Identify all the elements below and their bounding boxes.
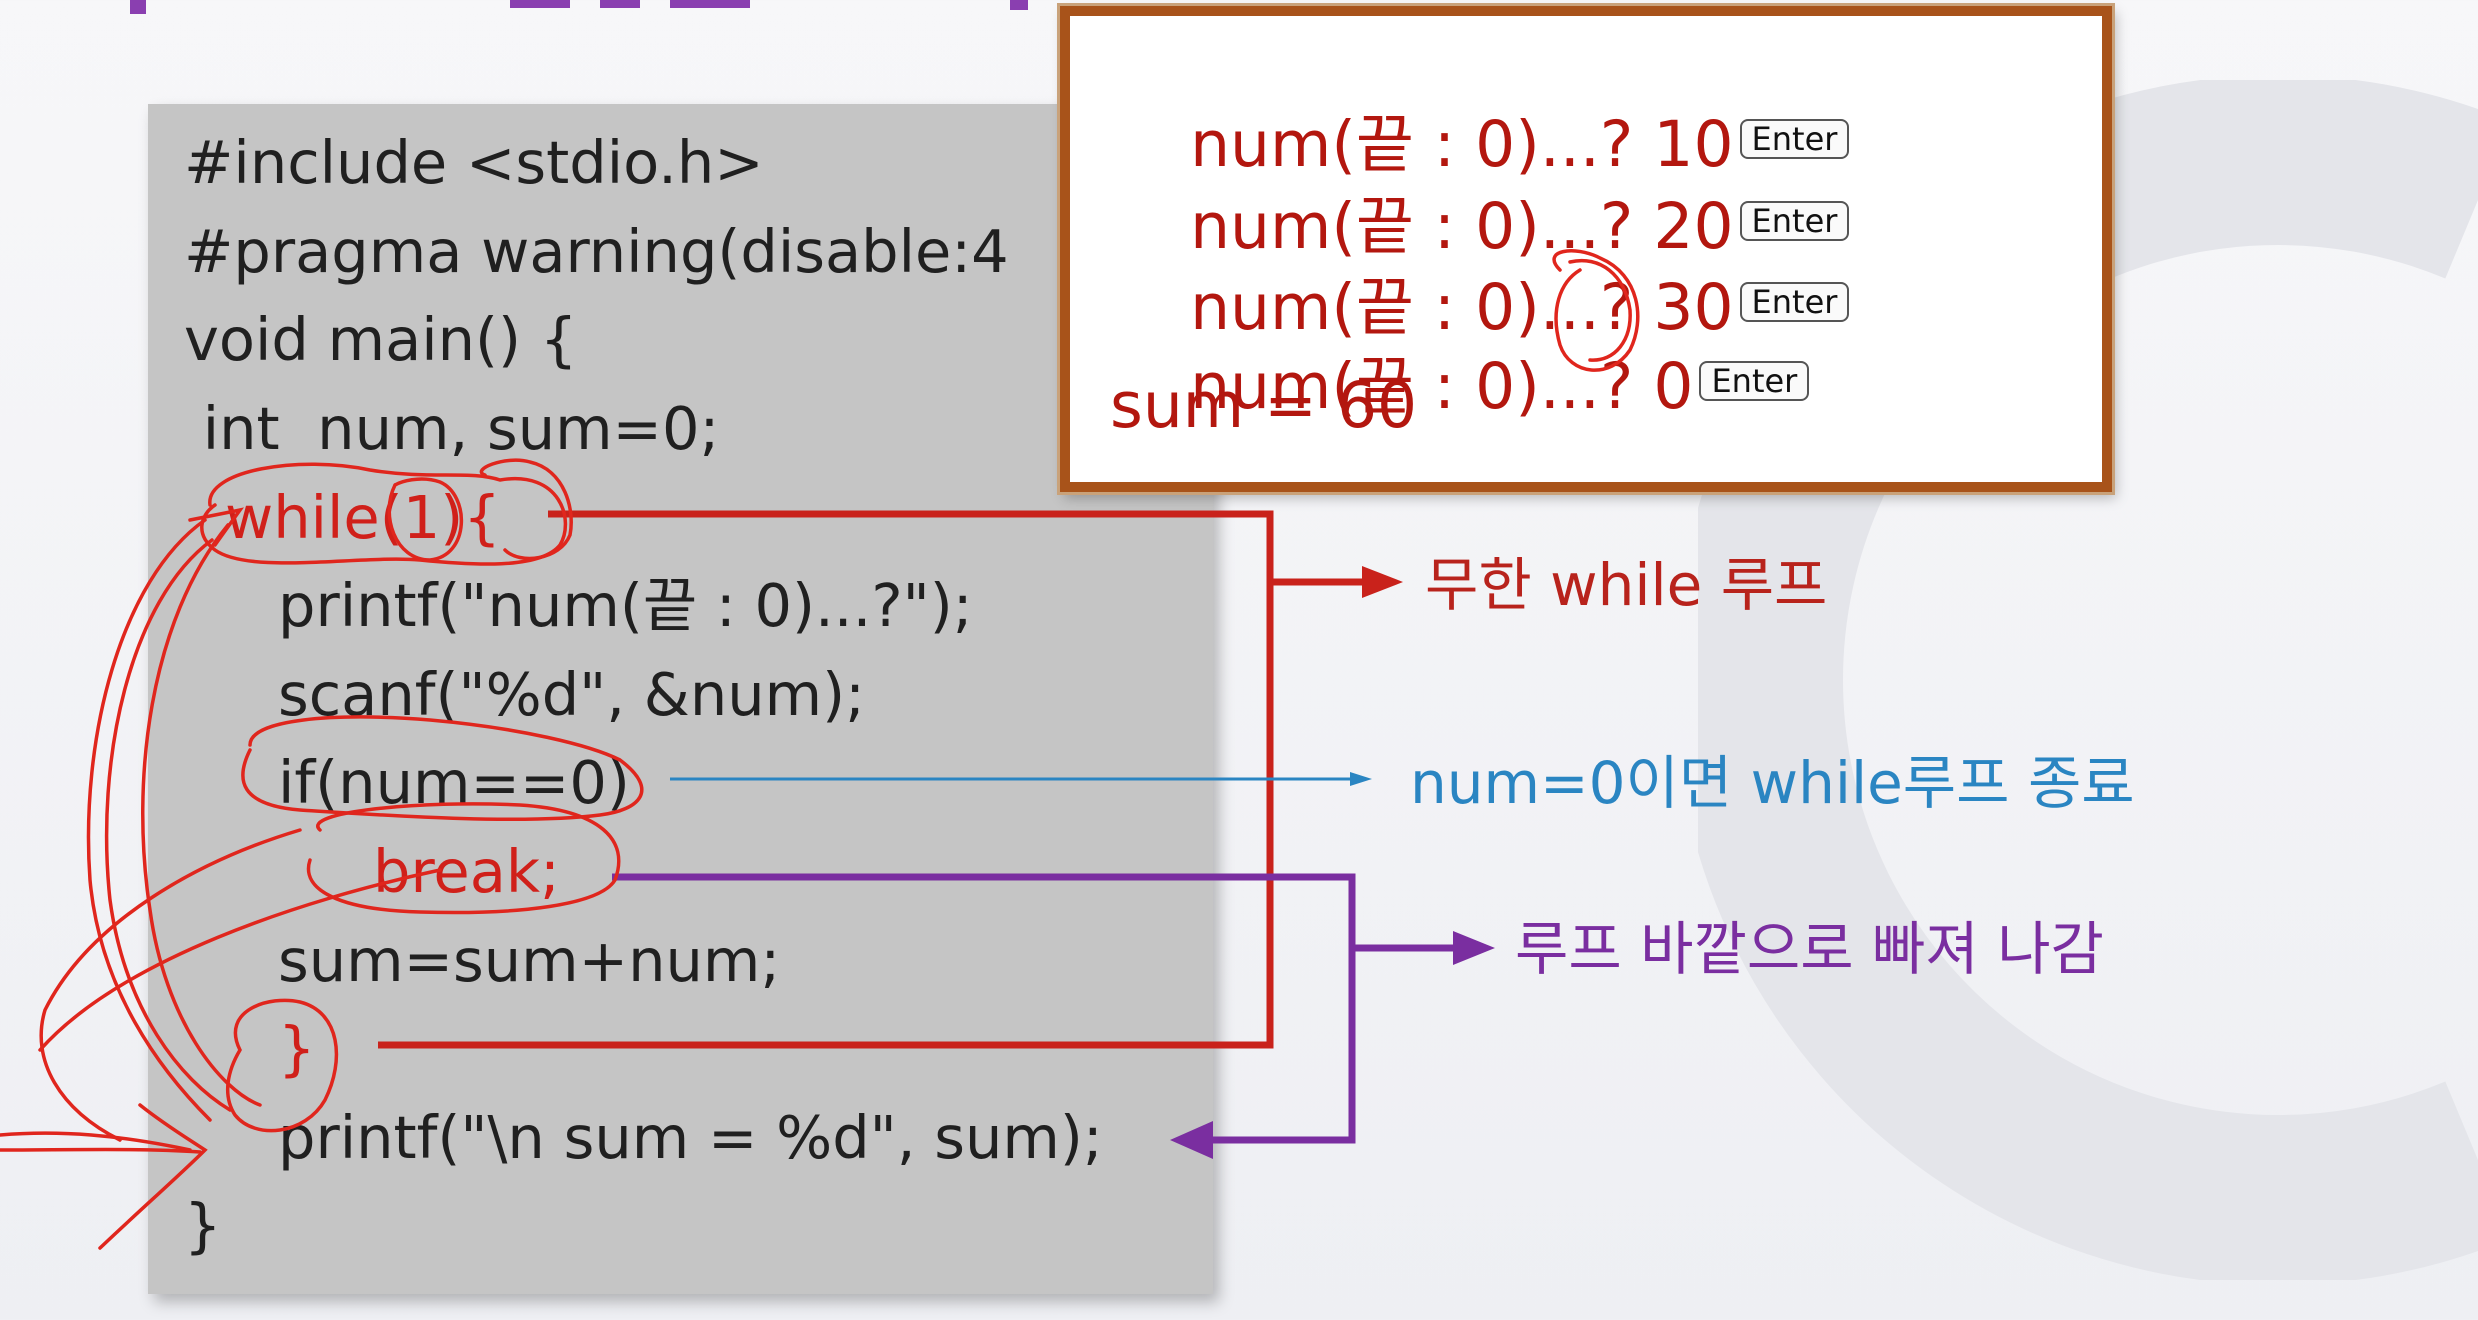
annotation-exit-condition: num=0이면 while루프 종료 [1410,749,2135,817]
enter-key-icon: Enter [1739,200,1850,241]
code-line-if: if(num==0) [278,748,630,817]
console-line-text: num(끝 : 0)...? 20 [1190,190,1734,263]
code-line-close-while: } [278,1014,316,1083]
console-result-line: sum = 60 [1110,369,1418,442]
background-watermark [1698,80,2478,1280]
code-line-close-main: } [184,1191,222,1260]
code-line-sum: sum=sum+num; [278,926,781,995]
code-line-scanf: scanf("%d", &num); [278,660,865,729]
code-line-main: void main() { [184,305,578,374]
code-line-while: while(1){ [225,483,501,552]
break-out-arrowhead [1453,931,1495,965]
code-line-include: #include <stdio.h> [184,128,764,197]
code-line-printf-prompt: printf("num(끝 : 0)...?"); [278,571,973,640]
code-line-declare: int num, sum=0; [184,394,720,463]
code-line-printf-sum: printf("\n sum = %d", sum); [278,1103,1103,1172]
infinite-loop-arrowhead [1362,566,1403,598]
title-fragment [130,0,1028,14]
annotation-break-out: 루프 바깥으로 빠져 나감 [1515,915,2104,983]
code-line-break: break; [373,837,560,906]
enter-key-icon: Enter [1699,360,1810,401]
console-line-text: num(끝 : 0)...? 10 [1190,108,1734,181]
exit-condition-arrowhead [1350,772,1372,786]
enter-key-icon: Enter [1739,118,1850,159]
annotation-infinite-loop: 무한 while 루프 [1425,551,1828,619]
code-line-pragma: #pragma warning(disable:4 [184,217,1009,286]
enter-key-icon: Enter [1739,281,1850,322]
